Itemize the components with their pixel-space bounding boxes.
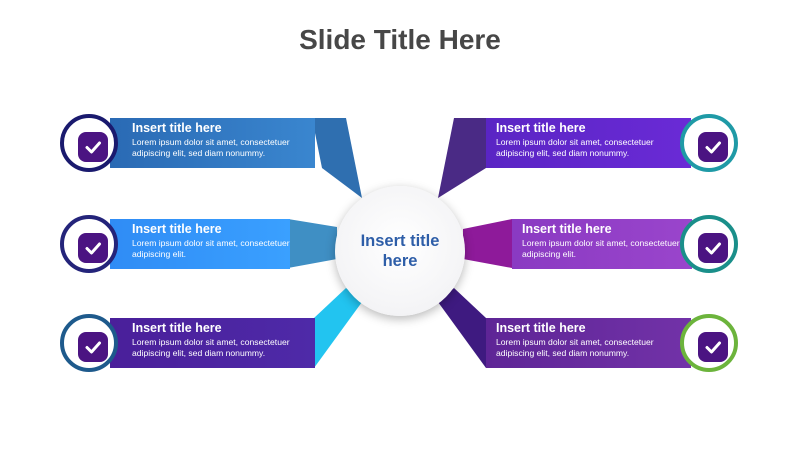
left-item-2: Insert title here Lorem ipsum dolor sit …	[110, 219, 290, 269]
right-item-2-body: Lorem ipsum dolor sit amet, consectetuer…	[522, 238, 680, 259]
check-icon	[698, 332, 728, 362]
check-icon	[78, 332, 108, 362]
slide-title: Slide Title Here	[299, 24, 501, 55]
check-icon	[78, 233, 108, 263]
right-item-2-title: Insert title here	[522, 222, 612, 236]
right-item-2-ring	[680, 215, 738, 273]
connector-left-1	[312, 118, 362, 198]
center-hub-label: Insert title here	[360, 232, 440, 270]
left-item-2-ring	[60, 215, 118, 273]
connector-right-2	[463, 219, 512, 268]
right-item-3: Insert title here Lorem ipsum dolor sit …	[486, 318, 691, 368]
left-item-3: Insert title here Lorem ipsum dolor sit …	[110, 318, 315, 368]
left-item-2-title: Insert title here	[132, 222, 222, 236]
left-item-1-body: Lorem ipsum dolor sit amet, consectetuer…	[132, 137, 290, 158]
left-item-3-title: Insert title here	[132, 321, 222, 335]
right-item-1-title: Insert title here	[496, 121, 586, 135]
left-item-1-ring	[60, 114, 118, 172]
check-icon	[78, 132, 108, 162]
right-item-3-body: Lorem ipsum dolor sit amet, consectetuer…	[496, 337, 654, 358]
left-item-3-body: Lorem ipsum dolor sit amet, consectetuer…	[132, 337, 290, 358]
right-item-1-body: Lorem ipsum dolor sit amet, consectetuer…	[496, 137, 654, 158]
connector-right-3	[438, 288, 486, 368]
left-item-3-ring	[60, 314, 118, 372]
connector-left-2	[288, 219, 337, 268]
left-item-1-title: Insert title here	[132, 121, 222, 135]
check-icon	[698, 233, 728, 263]
right-item-1: Insert title here Lorem ipsum dolor sit …	[486, 118, 691, 168]
right-item-3-title: Insert title here	[496, 321, 586, 335]
right-item-2: Insert title here Lorem ipsum dolor sit …	[512, 219, 692, 269]
center-hub: Insert title here	[335, 186, 465, 316]
right-item-3-ring	[680, 314, 738, 372]
check-icon	[698, 132, 728, 162]
left-item-2-body: Lorem ipsum dolor sit amet, consectetuer…	[132, 238, 290, 259]
connector-left-3	[314, 288, 362, 368]
right-item-1-ring	[680, 114, 738, 172]
connector-right-1	[438, 118, 486, 198]
left-item-1: Insert title here Lorem ipsum dolor sit …	[110, 118, 315, 168]
